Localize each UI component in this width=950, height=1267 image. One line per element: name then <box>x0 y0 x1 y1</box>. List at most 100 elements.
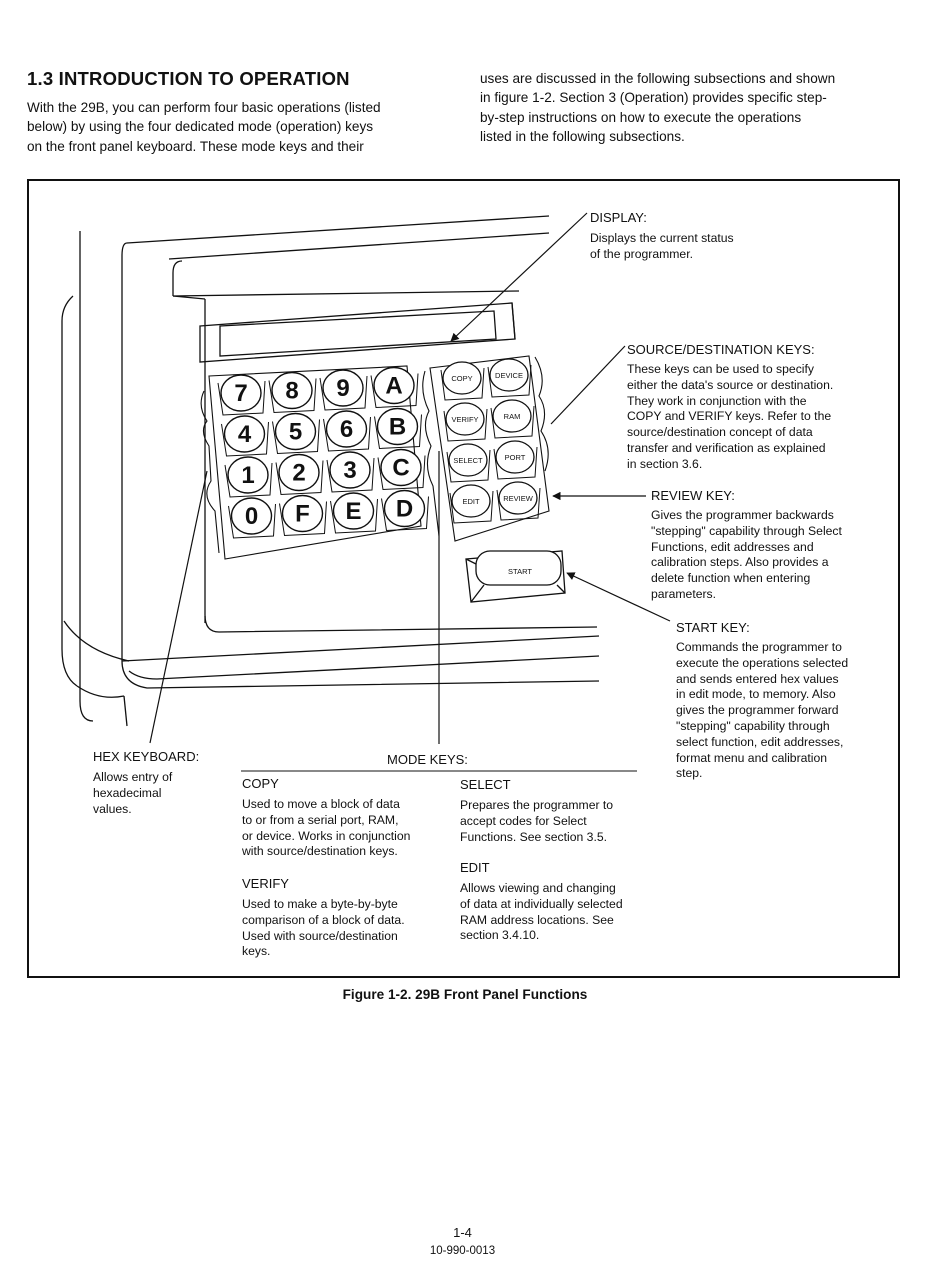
start-key-desc-line: execute the operations selected <box>676 655 849 670</box>
hex-key-d[interactable]: D <box>381 489 429 532</box>
start-key-desc-line: and sends entered hex values <box>676 671 839 686</box>
display-desc-line: of the programmer. <box>590 246 693 261</box>
display-window <box>199 302 516 363</box>
hex-key-f[interactable]: F <box>279 494 327 537</box>
mode-key-device[interactable]: DEVICE <box>487 358 532 398</box>
copy-mode-description: COPY Used to move a block of data to or … <box>242 776 410 860</box>
mode-key-select[interactable]: SELECT <box>446 443 491 483</box>
edit-mode-desc-line: section 3.4.10. <box>460 928 540 943</box>
start-key-desc-line: select function, edit addresses, <box>676 734 844 749</box>
start-key-desc-line: step. <box>676 766 703 781</box>
start-key-desc-line: in edit mode, to memory. Also <box>676 687 836 702</box>
edit-mode-desc-line: RAM address locations. See <box>460 912 614 927</box>
mode-key-verify[interactable]: VERIFY <box>443 402 488 442</box>
hex-key-4[interactable]: 4 <box>221 415 269 457</box>
mode-key-edit[interactable]: EDIT <box>449 484 494 524</box>
section-heading: 1.3 INTRODUCTION TO OPERATION <box>27 68 350 89</box>
mode-key-port[interactable]: PORT <box>493 440 538 480</box>
source-destination-callout: SOURCE/DESTINATION KEYS: These keys can … <box>627 342 833 473</box>
verify-mode-desc-line: keys. <box>242 944 271 959</box>
hex-key-0[interactable]: 0 <box>228 497 276 539</box>
hex-key-label: 2 <box>292 460 305 487</box>
hex-keyboard-desc-line: hexadecimal <box>93 785 162 800</box>
hex-key-1[interactable]: 1 <box>224 456 273 498</box>
hex-key-label: 1 <box>241 462 254 489</box>
start-key-desc-line: "stepping" capability through <box>676 718 830 733</box>
hex-key-3[interactable]: 3 <box>326 451 375 493</box>
hex-key-c[interactable]: C <box>377 448 426 491</box>
select-mode-desc-line: accept codes for Select <box>460 813 587 828</box>
select-mode-desc-line: Prepares the programmer to <box>460 798 614 812</box>
hex-key-label: A <box>385 373 402 400</box>
select-mode-desc-line: Functions. See section 3.5. <box>460 829 608 844</box>
hex-key-7[interactable]: 7 <box>217 374 266 416</box>
mode-key-label: VERIFY <box>451 415 478 424</box>
hex-keyboard-desc-line: Allows entry of <box>93 770 173 784</box>
intro-right-line: in figure 1-2. Section 3 (Operation) pro… <box>480 90 827 106</box>
hex-key-label: 8 <box>285 378 298 405</box>
mode-keys-title: MODE KEYS: <box>387 752 468 767</box>
review-key-callout: REVIEW KEY: Gives the programmer backwar… <box>651 488 842 603</box>
hex-keyboard-title: HEX KEYBOARD: <box>93 749 200 764</box>
hex-key-label: E <box>345 498 361 525</box>
review-key-desc-line: Gives the programmer backwards <box>651 508 834 522</box>
verify-mode-desc-line: Used to make a byte-by-byte <box>242 897 398 911</box>
hex-key-label: F <box>295 501 310 528</box>
mode-key-copy[interactable]: COPY <box>440 361 485 401</box>
mode-key-label: REVIEW <box>503 494 534 503</box>
intro-right-line: by-step instructions on how to execute t… <box>480 109 802 125</box>
start-key-title: START KEY: <box>676 620 750 635</box>
hex-key-label: 6 <box>340 416 353 443</box>
hex-key-2[interactable]: 2 <box>275 453 324 496</box>
display-callout: DISPLAY: Displays the current status of … <box>590 210 734 263</box>
select-mode-title: SELECT <box>460 777 511 792</box>
intro-left-line: below) by using the four dedicated mode … <box>27 119 374 135</box>
intro-right-line: listed in the following subsections. <box>480 128 685 144</box>
copy-mode-desc-line: or device. Works in conjunction <box>242 828 411 843</box>
source-destination-desc-line: They work in conjunction with the <box>627 393 807 408</box>
verify-mode-desc-line: comparison of a block of data. <box>242 912 405 927</box>
hex-key-label: D <box>396 496 413 523</box>
display-title: DISPLAY: <box>590 210 647 225</box>
intro-left-line: on the front panel keyboard. These mode … <box>27 138 364 154</box>
hex-key-label: 9 <box>336 375 349 402</box>
review-key-desc-line: calibration steps. Also provides a <box>651 555 829 570</box>
source-destination-desc-line: transfer and verification as explained <box>627 440 826 455</box>
edit-mode-desc-line: of data at individually selected <box>460 896 623 911</box>
display-desc-line: Displays the current status <box>590 231 734 245</box>
hex-key-b[interactable]: B <box>374 407 422 450</box>
source-destination-desc-line: either the data's source or destination. <box>627 377 834 392</box>
source-destination-desc-line: in section 3.6. <box>627 456 703 471</box>
start-key-label: START <box>508 567 532 576</box>
source-destination-desc-line: COPY and VERIFY keys. Refer to the <box>627 409 832 424</box>
hex-key-5[interactable]: 5 <box>272 412 320 455</box>
mode-key-ram[interactable]: RAM <box>490 399 535 439</box>
mode-key-label: PORT <box>505 453 526 462</box>
mode-key-label: EDIT <box>462 497 480 506</box>
hex-key-8[interactable]: 8 <box>268 371 317 414</box>
hex-key-9[interactable]: 9 <box>319 369 368 411</box>
intro-paragraph-left: With the 29B, you can perform four basic… <box>27 98 447 156</box>
programmer-body <box>61 215 600 727</box>
hex-key-a[interactable]: A <box>370 366 419 409</box>
mode-key-label: RAM <box>504 412 521 421</box>
review-key-desc-line: Functions, edit addresses and <box>651 539 814 554</box>
figure-caption: Figure 1-2. 29B Front Panel Functions <box>342 987 588 1002</box>
hex-key-6[interactable]: 6 <box>323 410 371 452</box>
select-mode-description: SELECT Prepares the programmer to accept… <box>460 777 613 845</box>
edit-mode-title: EDIT <box>460 860 490 875</box>
intro-right-line: uses are discussed in the following subs… <box>480 71 836 86</box>
verify-mode-desc-line: Used with source/destination <box>242 928 398 943</box>
review-key-title: REVIEW KEY: <box>651 488 735 503</box>
document-number: 10-990-0013 <box>429 1245 496 1257</box>
copy-mode-desc-line: Used to move a block of data <box>242 797 400 811</box>
hex-key-e[interactable]: E <box>330 492 378 534</box>
source-destination-desc-line: These keys can be used to specify <box>627 362 814 376</box>
copy-mode-title: COPY <box>242 776 279 791</box>
hex-key-label: 3 <box>343 457 356 484</box>
mode-key-review[interactable]: REVIEW <box>496 481 541 521</box>
start-key-callout: START KEY: Commands the programmer to ex… <box>676 620 848 782</box>
